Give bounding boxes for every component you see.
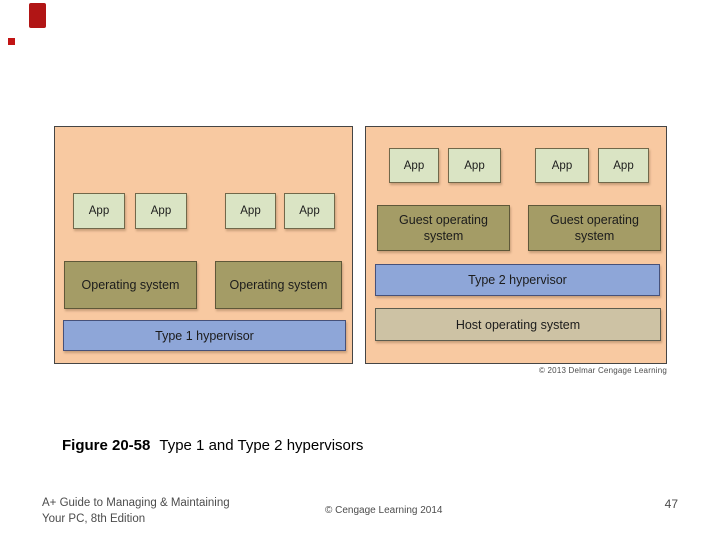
type1-hypervisor-diagram: App App App App Operating system Operati… [54,126,353,364]
guest-operating-system-box: Guest operating system [377,205,510,251]
operating-system-box: Operating system [215,261,342,309]
type2-hypervisor-box: Type 2 hypervisor [375,264,660,296]
footer-book-title: A+ Guide to Managing & Maintaining Your … [42,496,230,527]
red-corner-dot [8,38,15,45]
guest-operating-system-box: Guest operating system [528,205,661,251]
footer-book-title-line2: Your PC, 8th Edition [42,512,146,525]
app-box: App [225,193,276,229]
figure-caption: Figure 20-58 Type 1 and Type 2 hypervisor… [62,437,363,454]
page-number: 47 [664,497,678,511]
figure-title: Type 1 and Type 2 hypervisors [159,437,364,454]
figure-number: Figure 20-58 [62,437,151,454]
app-box: App [448,148,501,183]
footer-copyright: © Cengage Learning 2014 [325,505,443,516]
type2-hypervisor-diagram: App App App App Guest operating system G… [365,126,667,364]
app-box: App [284,193,335,229]
type1-hypervisor-box: Type 1 hypervisor [63,320,346,351]
host-operating-system-box: Host operating system [375,308,661,341]
red-corner-mark [29,3,46,28]
app-box: App [73,193,125,229]
diagram-credit: © 2013 Delmar Cengage Learning [539,366,667,375]
app-box: App [135,193,187,229]
app-box: App [535,148,589,183]
app-box: App [598,148,649,183]
app-box: App [389,148,439,183]
operating-system-box: Operating system [64,261,197,309]
footer-book-title-line1: A+ Guide to Managing & Maintaining [42,497,230,509]
